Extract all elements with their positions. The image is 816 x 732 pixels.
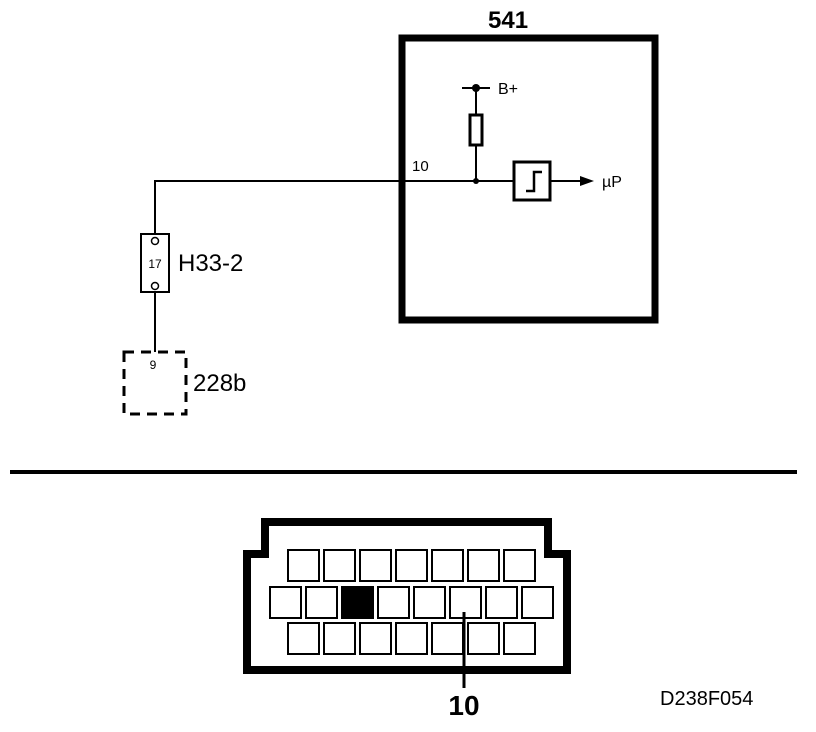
connector-cavity-highlighted	[341, 586, 374, 619]
wire-module-to-h33	[154, 180, 476, 234]
schmitt-trigger-icon	[526, 170, 542, 193]
connector-cavity	[305, 586, 338, 619]
h33-pin-top-icon	[150, 236, 160, 246]
connector-cavity	[413, 586, 446, 619]
connector-cavity	[521, 586, 554, 619]
connector-cavity	[503, 549, 536, 582]
connector-housing	[243, 518, 571, 674]
pullup-resistor	[468, 113, 484, 147]
module-pin-number: 10	[412, 158, 429, 175]
schmitt-trigger	[512, 160, 552, 202]
highlighted-pin-label: 10	[448, 690, 479, 721]
module-box	[398, 34, 659, 324]
connector-cavity	[467, 622, 500, 655]
connector-cavity	[269, 586, 302, 619]
connector-cavity	[323, 622, 356, 655]
connector-cavity	[485, 586, 518, 619]
module-title: 541	[488, 7, 528, 34]
connector-cavity	[287, 622, 320, 655]
connector-cavity	[359, 549, 392, 582]
connector-cavity	[431, 622, 464, 655]
h33-label: H33-2	[178, 250, 243, 277]
component-228b-pin: 9	[150, 358, 157, 372]
connector-cavity	[395, 622, 428, 655]
output-label: µP	[602, 174, 622, 191]
supply-label: B+	[498, 81, 518, 98]
connector-cavity	[467, 549, 500, 582]
h33-pin-bottom-icon	[150, 281, 160, 291]
connector-cavity	[431, 549, 464, 582]
connector-cavity	[359, 622, 392, 655]
connector-cavity	[377, 586, 410, 619]
connector-cavity	[503, 622, 536, 655]
h33-pin-number: 17	[148, 257, 162, 271]
connector-cavity	[323, 549, 356, 582]
figure-code: D238F054	[660, 688, 753, 710]
component-228b-box	[122, 350, 188, 416]
connector-cavity	[395, 549, 428, 582]
connector-cavities	[269, 549, 554, 655]
arrow-right-icon	[580, 176, 594, 186]
connector-cavity	[287, 549, 320, 582]
component-228b-label: 228b	[193, 370, 246, 397]
